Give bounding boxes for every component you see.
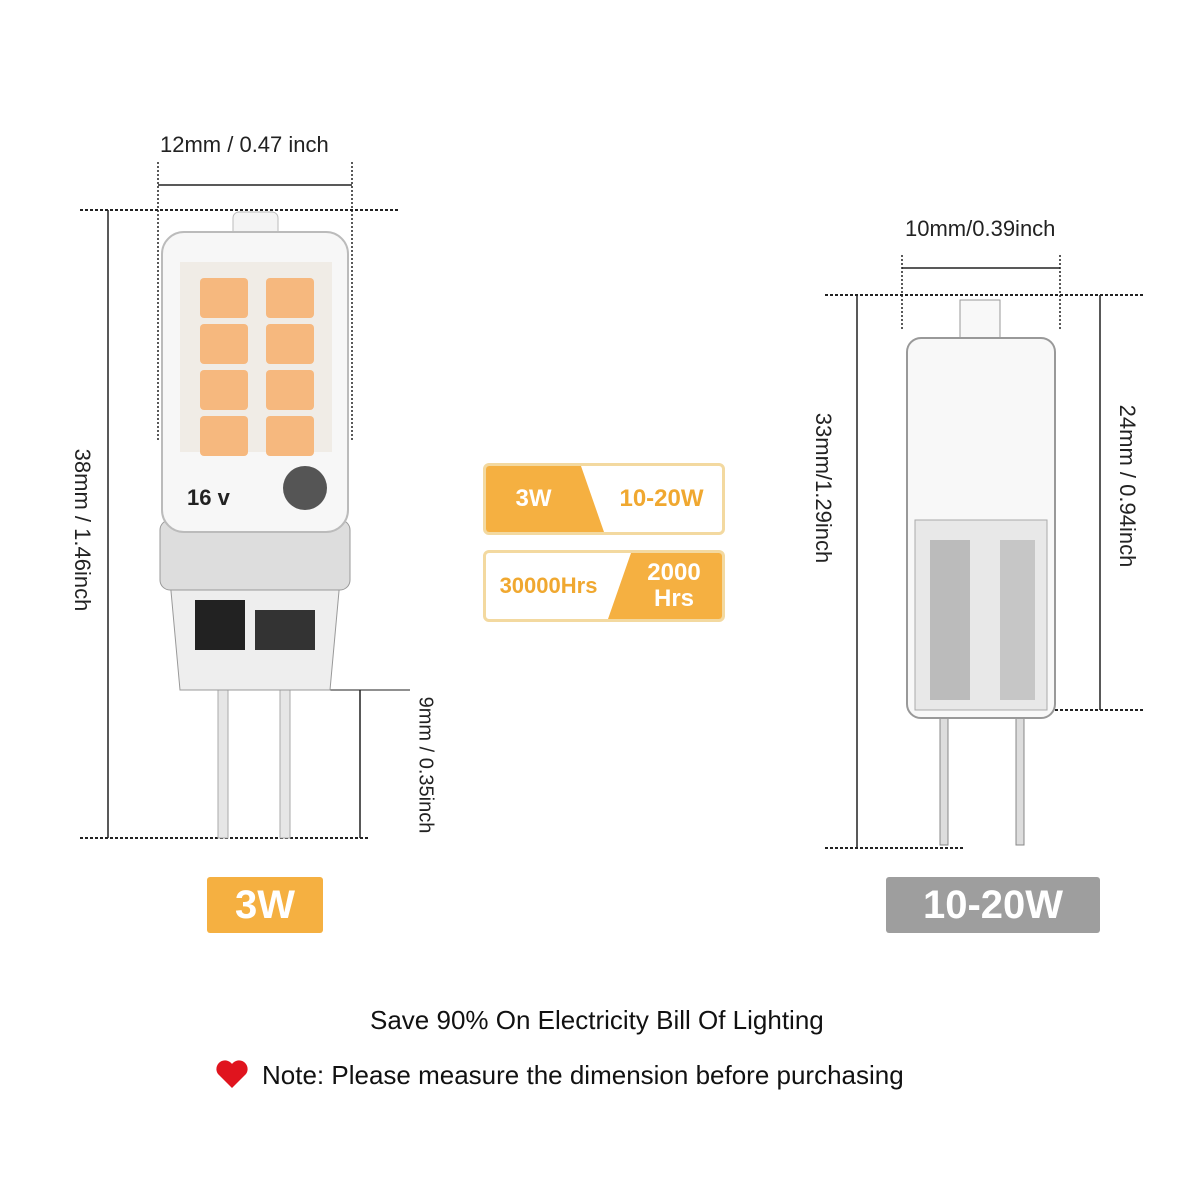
halogen-body-label: 24mm / 0.94inch <box>1115 404 1140 568</box>
halogen-lifetime: 2000 Hrs <box>647 559 701 612</box>
led-lifetime: 30000Hrs <box>499 573 598 598</box>
halogen-bulb-illustration <box>906 299 1056 846</box>
led-wattage-badge: 3W <box>207 877 323 933</box>
heart-icon <box>216 1060 248 1088</box>
lifetime-comparison: 30000Hrs 2000 Hrs <box>483 550 725 622</box>
led-height-label: 38mm / 1.46inch <box>70 448 95 612</box>
led-marking: 16 v <box>187 485 230 510</box>
led-width-label: 12mm / 0.47 inch <box>160 132 329 157</box>
led-power: 3W <box>515 485 552 512</box>
halogen-power: 10-20W <box>619 485 704 512</box>
note-text: Note: Please measure the dimension befor… <box>262 1060 904 1090</box>
halogen-width-label: 10mm/0.39inch <box>905 216 1056 241</box>
savings-text: Save 90% On Electricity Bill Of Lighting <box>370 1005 824 1035</box>
led-bulb-illustration <box>159 211 351 839</box>
power-comparison: 3W 10-20W <box>483 463 725 535</box>
led-pin-label: 9mm / 0.35inch <box>414 696 437 834</box>
halogen-height-label: 33mm/1.29inch <box>811 412 836 564</box>
halogen-wattage-badge: 10-20W <box>886 877 1100 933</box>
